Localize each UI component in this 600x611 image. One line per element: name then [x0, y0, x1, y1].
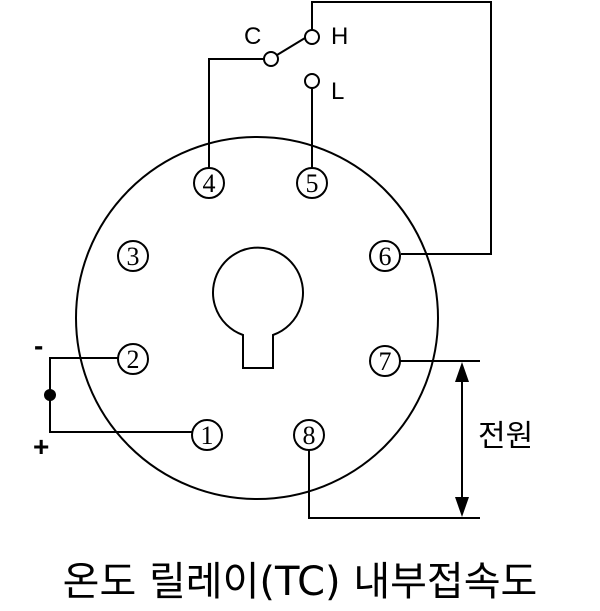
switch-contact-l	[304, 73, 320, 89]
pin-3: 3	[117, 240, 149, 272]
junction-dot	[44, 389, 56, 401]
svg-text:1: 1	[201, 421, 214, 450]
power-label: 전원	[478, 419, 533, 454]
switch-label-h: H	[331, 23, 348, 50]
center-key-hole	[212, 246, 304, 369]
pin-8: 8	[293, 419, 325, 451]
switch-label-l: L	[331, 78, 344, 105]
switch-lever	[276, 37, 306, 56]
svg-text:3: 3	[127, 242, 140, 271]
relay-base-circle	[75, 136, 439, 500]
wiring	[49, 1, 492, 519]
switch-contact-h	[304, 29, 320, 45]
pin-5: 5	[296, 167, 328, 199]
wire-h-to-pin6	[311, 1, 492, 255]
svg-text:4: 4	[203, 169, 216, 198]
positive-sign: +	[33, 431, 49, 462]
arrow-up-head	[455, 362, 469, 382]
svg-text:6: 6	[379, 242, 392, 271]
pin-2: 2	[117, 343, 149, 375]
pin-6: 6	[369, 240, 401, 272]
arrow-down-head	[455, 497, 469, 517]
svg-text:5: 5	[306, 169, 319, 198]
svg-text:8: 8	[303, 421, 316, 450]
svg-text:2: 2	[127, 345, 140, 374]
switch-contact-c	[263, 51, 279, 67]
pin-4: 4	[193, 167, 225, 199]
pin-7: 7	[369, 345, 401, 377]
svg-text:7: 7	[379, 347, 392, 376]
negative-sign: -	[34, 330, 43, 361]
diagram-caption: 온도 릴레이(TC) 내부접속도	[63, 559, 538, 605]
pin-1: 1	[191, 419, 223, 451]
switch-label-c: C	[244, 23, 261, 50]
wire-pin4-to-c	[208, 58, 265, 168]
wire-pin8-out	[308, 450, 480, 519]
